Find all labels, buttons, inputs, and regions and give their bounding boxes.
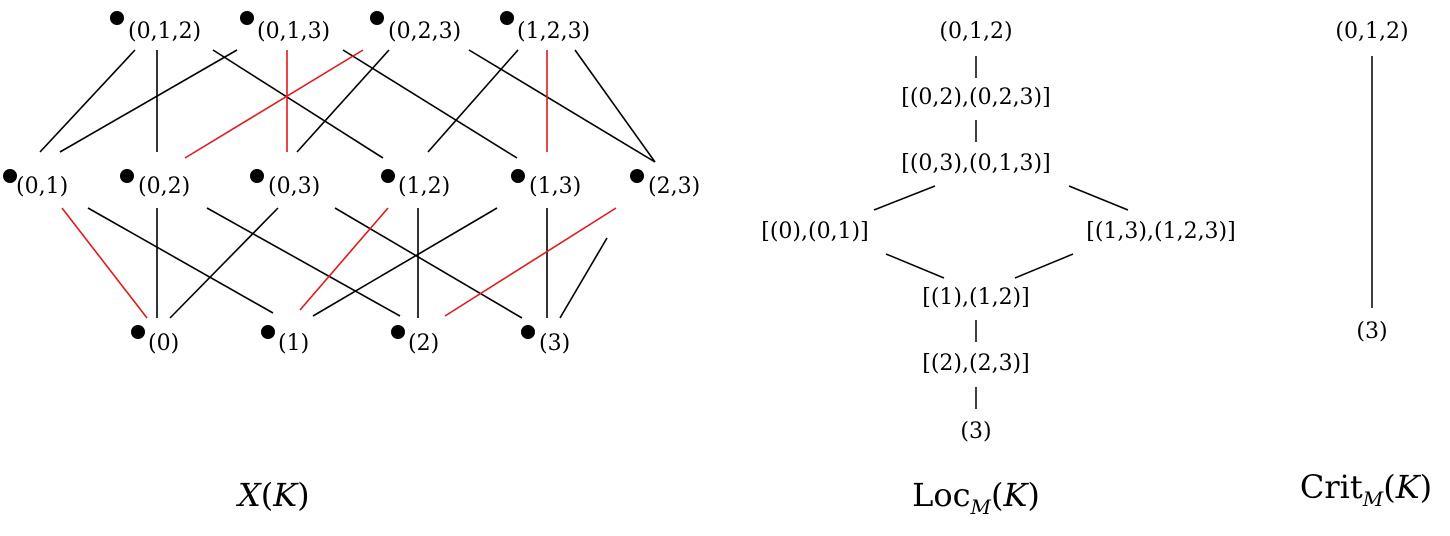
node-v013: (0,1,3) — [240, 11, 330, 44]
node-dot — [250, 169, 264, 183]
crit-diagram: (0,1,2) (3) CritM(K) — [1300, 19, 1432, 511]
loc-node-label: [(0,3),(0,1,3)] — [901, 151, 1050, 176]
node-dot — [391, 325, 405, 339]
loc-diagram: (0,1,2) [(0,2),(0,2,3)] [(0,3),(0,1,3)] … — [761, 19, 1235, 519]
node-v012: (0,1,2) — [110, 11, 201, 44]
edge-v03-v3 — [334, 207, 523, 319]
loc-edges — [873, 56, 1129, 409]
node-dot — [261, 325, 275, 339]
edge-v023-v23 — [468, 49, 656, 163]
loc-node-label: [(2),(2,3)] — [922, 351, 1029, 376]
edge-v012-v12 — [212, 49, 384, 159]
edge-v012-v01 — [39, 49, 136, 153]
edge-v13-v1 — [312, 207, 498, 317]
node-dot — [120, 169, 134, 183]
edge-v02-v2 — [206, 207, 401, 317]
node-dot — [3, 169, 17, 183]
node-label: (0) — [148, 331, 179, 356]
node-dot — [240, 11, 254, 25]
loc-caption: LocM(K) — [912, 476, 1040, 519]
node-v12: (1,2) — [381, 169, 450, 199]
node-v01: (0,1) — [3, 169, 68, 199]
node-v03: (0,3) — [250, 169, 320, 199]
node-label: (0,1,3) — [257, 19, 330, 44]
crit-node-label: (3) — [1356, 319, 1387, 344]
loc-node-label: (3) — [960, 419, 991, 444]
loc-node-label: [(0),(0,1)] — [761, 219, 868, 244]
node-label: (3) — [539, 331, 570, 356]
node-label: (1,2,3) — [517, 19, 590, 44]
node-dot — [131, 325, 145, 339]
node-label: (1,3) — [529, 174, 581, 199]
edge-v01-v1 — [87, 207, 274, 314]
hasse-edges — [39, 49, 656, 319]
node-v02: (0,2) — [120, 169, 190, 199]
node-label: (1,2) — [398, 174, 450, 199]
node-label: (0,2) — [138, 174, 190, 199]
node-dot — [630, 169, 644, 183]
node-dot — [500, 11, 514, 25]
hasse-diagram: (0,1,2) (0,1,3) (0,2,3) (1,2,3) (0,1) (0… — [3, 11, 700, 514]
matched-edge-v01-v0 — [61, 207, 148, 319]
edge-v023-v03 — [296, 49, 390, 153]
edge-v123-v12 — [427, 49, 519, 153]
edge-v013-v01 — [59, 49, 238, 153]
node-v3: (3) — [521, 325, 570, 356]
matched-edge-v023-v02 — [184, 49, 364, 159]
hasse-caption: X(K) — [235, 476, 310, 514]
crit-node-label: (0,1,2) — [1335, 19, 1408, 44]
node-v23: (2,3) — [630, 169, 700, 199]
node-label: (0,1,2) — [128, 19, 201, 44]
node-v023: (0,2,3) — [370, 11, 461, 44]
node-dot — [381, 169, 395, 183]
loc-node-label: [(1),(1,2)] — [922, 285, 1029, 310]
node-v2: (2) — [391, 325, 439, 356]
node-label: (2,3) — [648, 174, 700, 199]
loc-node-label: (0,1,2) — [939, 19, 1012, 44]
node-label: (0,1) — [16, 174, 68, 199]
crit-caption: CritM(K) — [1300, 468, 1432, 511]
hasse-nodes: (0,1,2) (0,1,3) (0,2,3) (1,2,3) (0,1) (0… — [3, 11, 700, 356]
node-dot — [521, 325, 535, 339]
loc-node-label: [(0,2),(0,2,3)] — [901, 85, 1050, 110]
node-v1: (1) — [261, 325, 309, 356]
loc-edge — [1014, 253, 1074, 279]
node-dot — [370, 11, 384, 25]
loc-node-label: [(1,3),(1,2,3)] — [1086, 219, 1235, 244]
node-v13: (1,3) — [511, 169, 581, 199]
node-label: (1) — [278, 331, 309, 356]
node-label: (0,2,3) — [388, 19, 461, 44]
loc-edge — [1068, 185, 1129, 211]
loc-edge — [885, 253, 945, 279]
matched-edge-v12-v1 — [299, 207, 389, 311]
edge-v123-v23 — [574, 49, 656, 163]
matched-edge-v23-v2 — [444, 207, 617, 317]
edge-v013-v13 — [342, 49, 518, 159]
node-dot — [110, 11, 124, 25]
node-label: (0,3) — [268, 174, 320, 199]
node-v0: (0) — [131, 325, 179, 356]
node-v123: (1,2,3) — [500, 11, 590, 44]
loc-nodes: (0,1,2) [(0,2),(0,2,3)] [(0,3),(0,1,3)] … — [761, 19, 1235, 444]
node-dot — [511, 169, 525, 183]
edge-v23-v3 — [559, 237, 608, 319]
loc-edge — [873, 185, 936, 211]
node-label: (2) — [408, 331, 439, 356]
edge-v03-v0 — [169, 207, 279, 319]
